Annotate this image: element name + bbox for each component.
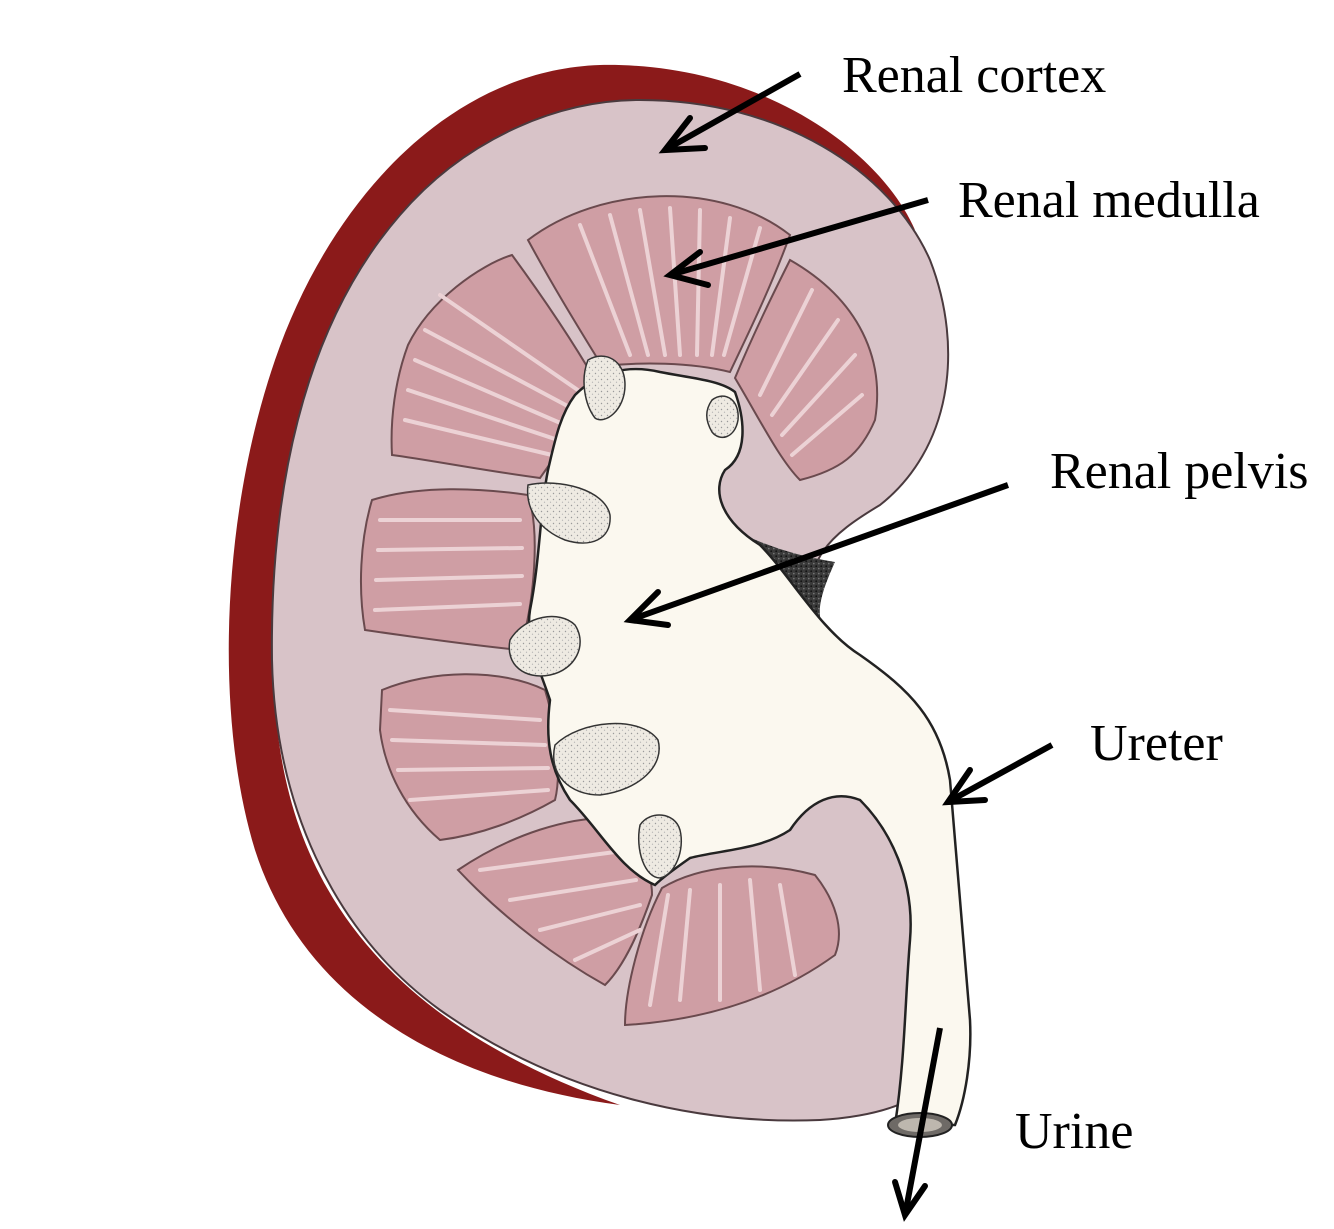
pyramid-striations	[373, 206, 864, 1007]
papilla-top-right	[706, 395, 739, 439]
arrowhead-renal-medulla	[663, 249, 711, 288]
label-ureter: Ureter	[1090, 715, 1223, 772]
papilla-middle-left	[508, 615, 581, 677]
arrow-renal-cortex	[663, 71, 802, 153]
label-renal-pelvis: Renal pelvis	[1050, 443, 1309, 500]
arrowhead-ureter	[942, 767, 988, 806]
papilla-bottom	[638, 814, 682, 879]
label-renal-medulla: Renal medulla	[958, 172, 1260, 229]
arrowhead-renal-cortex	[658, 115, 708, 154]
arrow-renal-pelvis	[628, 482, 1010, 623]
arrow-urine	[902, 1027, 943, 1216]
arrow-ureter	[946, 742, 1054, 805]
papilla-upper-left	[526, 482, 611, 544]
pyramid-bottom-left	[456, 816, 654, 987]
annotation-arrows	[623, 71, 1054, 1222]
renal-pelvis-region	[527, 367, 972, 1127]
label-urine: Urine	[1015, 1103, 1133, 1160]
arrow-renal-medulla	[669, 197, 929, 278]
pyramid-top	[526, 195, 792, 374]
renal-papillae	[508, 355, 739, 879]
papilla-top-left	[583, 355, 626, 421]
arrowhead-urine	[892, 1179, 928, 1222]
label-renal-cortex: Renal cortex	[842, 47, 1106, 104]
pyramid-upper-right	[733, 258, 879, 482]
pyramid-middle-left	[360, 488, 536, 652]
arrowhead-renal-pelvis	[623, 589, 671, 628]
papilla-lower-left	[552, 722, 660, 796]
